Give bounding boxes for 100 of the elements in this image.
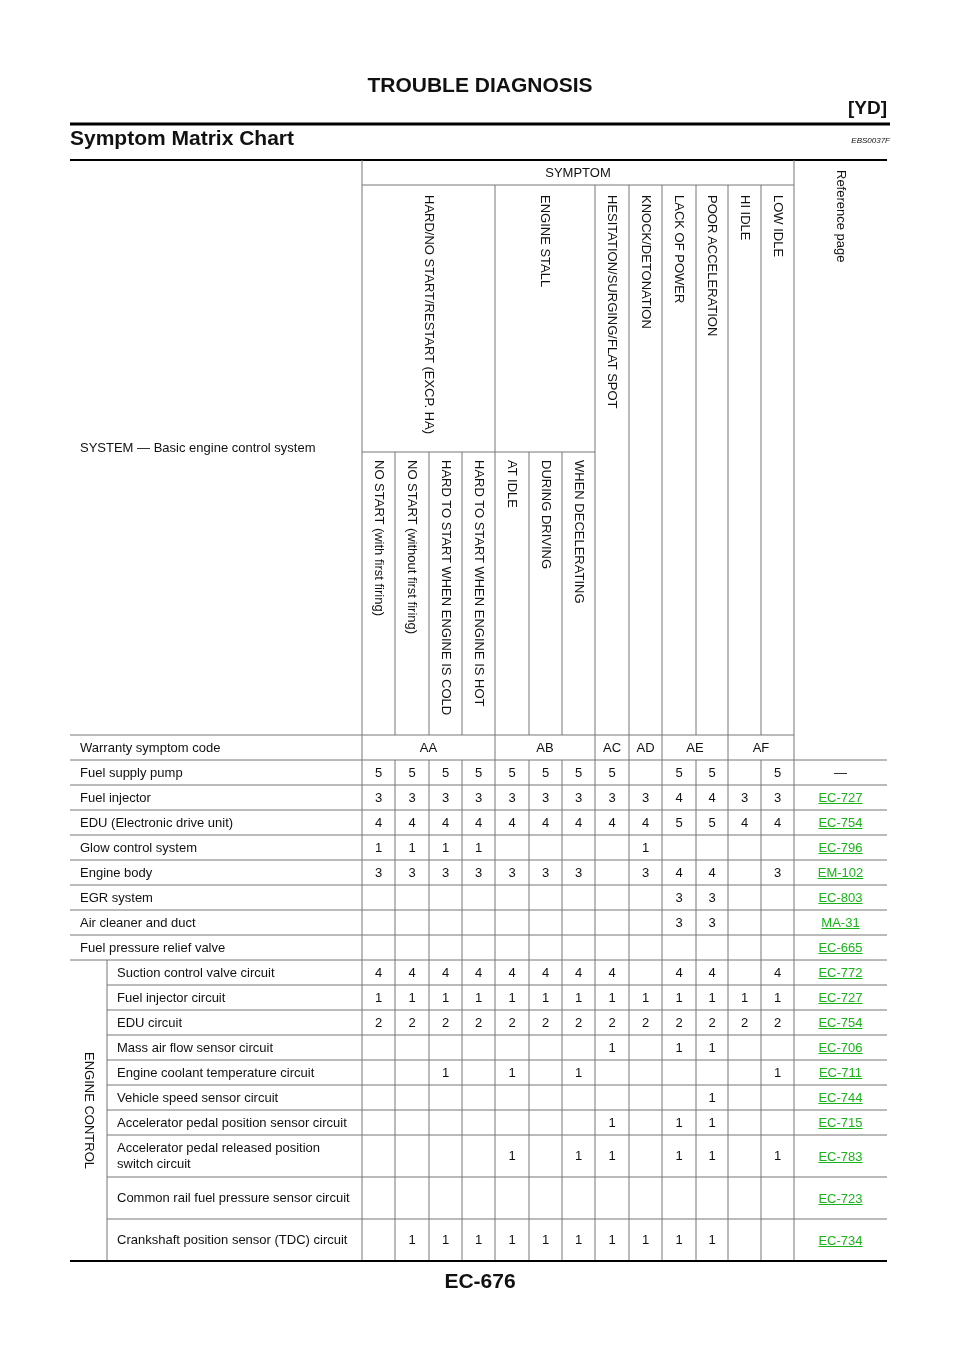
cell-value: 3: [541, 864, 550, 881]
row-label: Mass air flow sensor circuit: [117, 1039, 274, 1056]
page-header: TROUBLE DIAGNOSIS: [367, 77, 593, 93]
cell-value: 4: [474, 814, 483, 831]
column-header: NO START (without first firing): [404, 460, 420, 635]
cell-value: 1: [608, 1148, 616, 1164]
cell-value: 1: [441, 839, 450, 856]
cell-value: 4: [574, 814, 583, 831]
row-label: Warranty symptom code: [80, 739, 221, 756]
cell-value: 1: [508, 1148, 516, 1164]
cell-value: 1: [541, 989, 550, 1006]
column-header: KNOCK/DETONATION: [637, 195, 654, 329]
cell-value: 4: [608, 964, 616, 981]
column-header: ENGINE STALL: [537, 195, 553, 288]
column-header: HARD/NO START/RESTART (EXCP. HA): [420, 195, 437, 435]
column-header: HARD TO START WHEN ENGINE IS HOT: [470, 460, 487, 707]
cell-value: 5: [708, 814, 716, 831]
cell-value: 3: [574, 864, 583, 881]
cell-value: 2: [675, 1014, 683, 1031]
cell-value: 4: [541, 814, 550, 831]
cell-value: 4: [408, 814, 416, 831]
cell-value: 1: [608, 1232, 616, 1248]
cell-value: 1: [773, 989, 782, 1006]
cell-value: 3: [641, 864, 650, 881]
cell-value: 2: [374, 1014, 383, 1031]
cell-value: 5: [541, 764, 550, 781]
cell-value: 4: [374, 814, 383, 831]
cell-value: 5: [608, 764, 616, 781]
row-label: Crankshaft position sensor (TDC) circuit: [117, 1232, 348, 1248]
reference-link: EC-734: [818, 1232, 863, 1248]
cell-value: 1: [708, 1114, 716, 1131]
reference-link: EC-723: [818, 1190, 863, 1206]
cell-value: 1: [541, 1232, 550, 1248]
cell-value: 4: [574, 964, 583, 981]
cell-value: 2: [574, 1014, 583, 1031]
page-number: EC-676: [444, 1273, 516, 1289]
cell-value: 3: [740, 789, 749, 806]
cell-value: 4: [541, 964, 550, 981]
cell-value: 5: [773, 764, 782, 781]
row-label: Vehicle speed sensor circuit: [117, 1089, 279, 1106]
section-code: [YD]: [847, 100, 887, 116]
row-label: Engine body: [80, 864, 153, 881]
group-label: ENGINE CONTROL: [80, 1052, 97, 1169]
cell-value: 1: [708, 1148, 716, 1164]
cell-value: 1: [740, 989, 749, 1006]
cell-value: 1: [574, 1148, 583, 1164]
cell-value: 4: [474, 964, 483, 981]
cell-value: 1: [408, 839, 416, 856]
cell-value: 4: [608, 814, 616, 831]
cell-value: 3: [508, 864, 516, 881]
cell-value: 5: [474, 764, 483, 781]
cell-value: 3: [508, 789, 516, 806]
cell-value: 1: [441, 1064, 450, 1081]
column-header: HESITATION/SURGING/FLAT SPOT: [604, 195, 620, 409]
cell-value: 3: [675, 914, 683, 931]
column-header: DURING DRIVING: [537, 460, 554, 570]
cell-value: 1: [408, 989, 416, 1006]
warranty-code: AC: [602, 739, 622, 756]
cell-value: 1: [675, 989, 683, 1006]
cell-value: 1: [708, 1232, 716, 1248]
column-header: Reference page: [832, 170, 849, 263]
column-header: LACK OF POWER: [671, 195, 687, 304]
reference-link: EC-715: [818, 1115, 863, 1130]
cell-value: 1: [474, 1232, 483, 1248]
row-label: Fuel supply pump: [80, 764, 183, 781]
cell-value: 4: [675, 864, 683, 881]
row-label: Glow control system: [80, 839, 198, 856]
cell-value: 3: [675, 889, 683, 906]
cell-value: 2: [541, 1014, 550, 1031]
reference-link: EC-772: [818, 965, 863, 980]
cell-value: 4: [675, 789, 683, 806]
cell-value: 4: [374, 964, 383, 981]
cell-value: 1: [708, 1089, 716, 1106]
cell-value: 1: [508, 1232, 516, 1248]
cell-value: 5: [675, 764, 683, 781]
cell-value: 1: [608, 1039, 616, 1056]
row-label: Fuel injector: [80, 789, 151, 806]
cell-value: 3: [374, 864, 383, 881]
cell-value: 4: [508, 964, 516, 981]
cell-value: 3: [374, 789, 383, 806]
cell-value: 4: [641, 814, 650, 831]
cell-value: 1: [408, 1232, 416, 1248]
reference-link: EC-796: [818, 840, 863, 855]
cell-value: 4: [773, 964, 782, 981]
cell-value: 3: [773, 864, 782, 881]
warranty-code: AE: [686, 739, 704, 756]
cell-value: 1: [474, 989, 483, 1006]
warranty-code: AF: [752, 739, 770, 756]
cell-value: 3: [641, 789, 650, 806]
cell-value: 1: [675, 1232, 683, 1248]
column-header: AT IDLE: [504, 460, 520, 508]
row-label: Fuel pressure relief valve: [80, 939, 226, 956]
cell-value: 3: [441, 789, 450, 806]
reference-link: EC-783: [818, 1148, 863, 1164]
cell-value: 4: [708, 964, 716, 981]
cell-value: 2: [508, 1014, 516, 1031]
cell-value: 1: [641, 1232, 650, 1248]
cell-value: 5: [574, 764, 583, 781]
column-header: POOR ACCELERATION: [704, 195, 720, 337]
reference-link: EC-665: [818, 940, 863, 955]
